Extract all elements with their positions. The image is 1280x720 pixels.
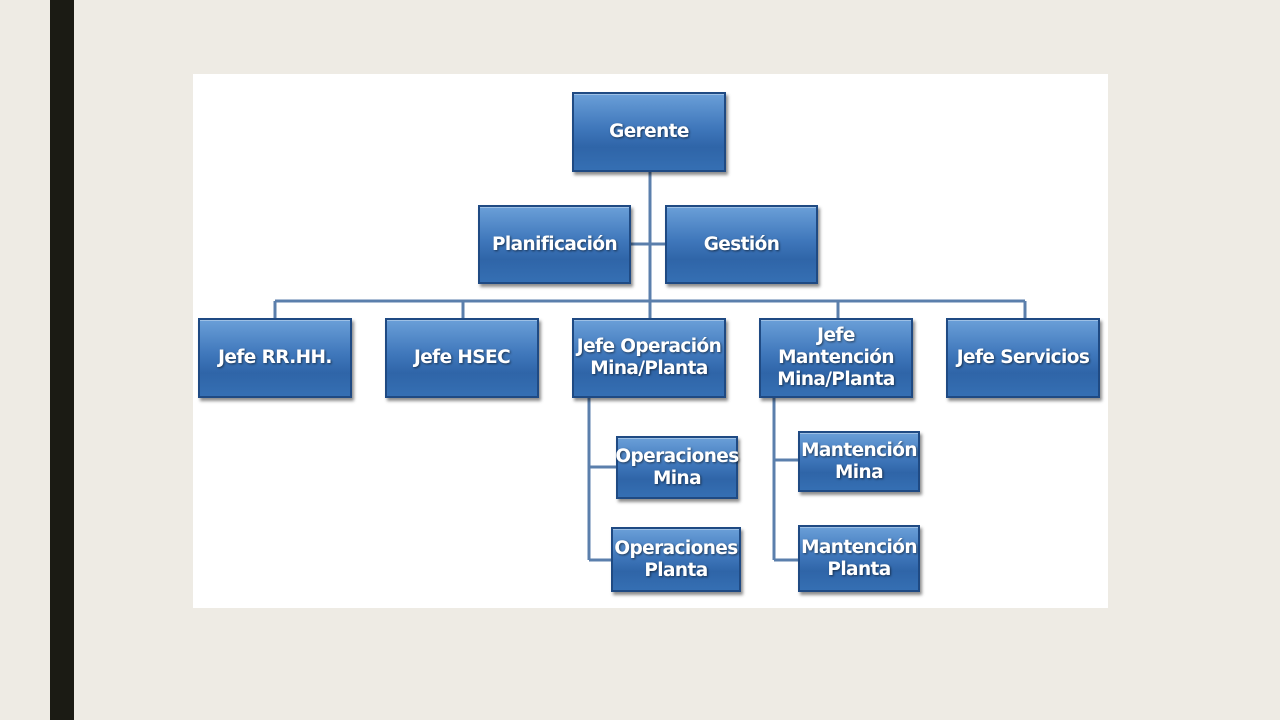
box-planificacion: Planificación: [478, 205, 631, 284]
box-gerente: Gerente: [572, 92, 726, 172]
box-operaciones-planta: Operaciones Planta: [611, 527, 741, 592]
box-operaciones-mina: Operaciones Mina: [615, 436, 739, 499]
box-gerente-label: Gerente: [609, 121, 689, 143]
box-jefe-operacion: Jefe Operación Mina/Planta: [572, 318, 726, 398]
box-jefe-operacion-label: Jefe Operación Mina/Planta: [576, 336, 722, 379]
left-accent-bar: [50, 0, 74, 720]
box-gestion: Gestión: [665, 205, 818, 284]
box-jefe-servicios: Jefe Servicios: [946, 318, 1100, 398]
box-jefe-rrhh: Jefe RR.HH.: [198, 318, 352, 398]
box-operaciones-mina-label: Operaciones Mina: [615, 445, 739, 489]
box-planificacion-label: Planificación: [491, 233, 618, 255]
box-mantencion-planta: Mantención Planta: [798, 525, 920, 592]
box-jefe-mantencion: Jefe Mantención Mina/Planta: [759, 318, 913, 398]
org-chart-connectors: [273, 172, 1027, 562]
box-jefe-rrhh-label: Jefe RR.HH.: [218, 347, 332, 369]
box-operaciones-planta-label: Operaciones Planta: [614, 537, 738, 581]
org-chart: Gerente Planificación Gestión Jefe RR.HH…: [193, 74, 1108, 608]
box-mantencion-mina-label: Mantención Mina: [801, 439, 917, 483]
box-jefe-servicios-label: Jefe Servicios: [956, 347, 1090, 369]
box-mantencion-planta-label: Mantención Planta: [801, 536, 917, 580]
box-jefe-hsec: Jefe HSEC: [385, 318, 539, 398]
box-jefe-hsec-label: Jefe HSEC: [413, 347, 511, 369]
box-jefe-mantencion-label: Jefe Mantención Mina/Planta: [777, 325, 895, 390]
box-mantencion-mina: Mantención Mina: [798, 431, 920, 492]
box-gestion-label: Gestión: [703, 233, 780, 255]
